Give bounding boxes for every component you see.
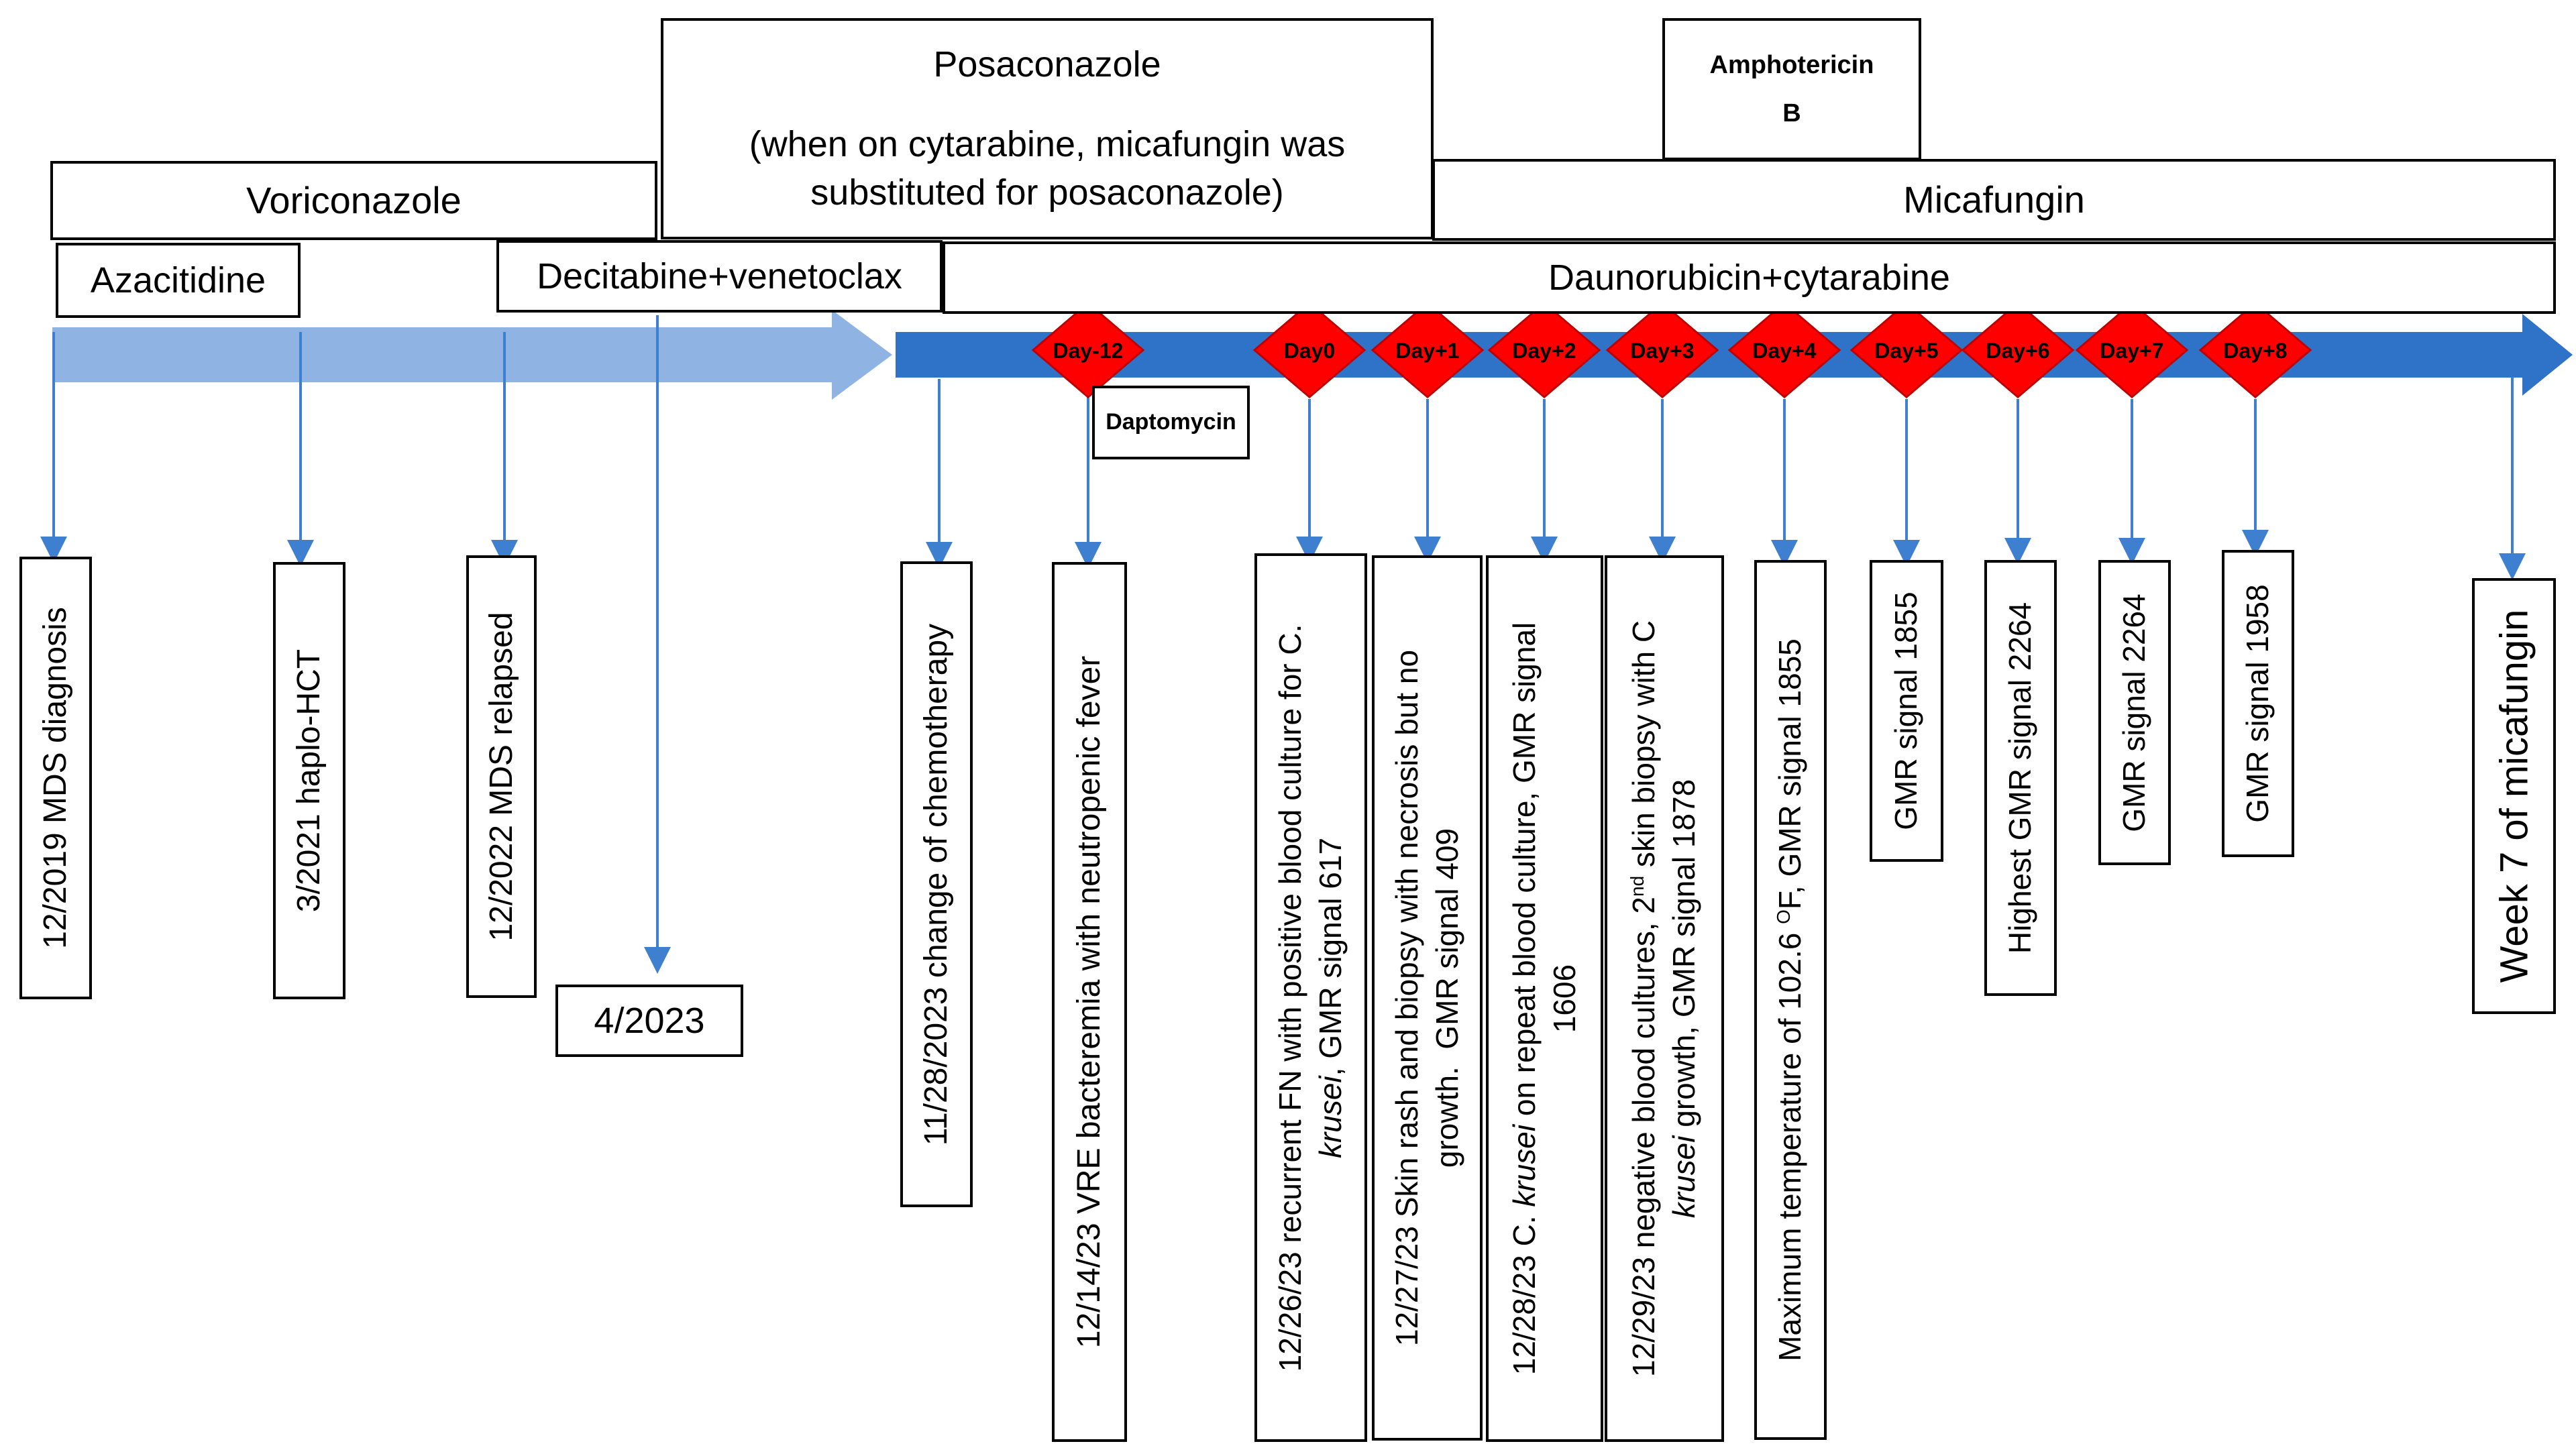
event-skin-rash: 12/27/23 Skin rash and biopsy with necro… (1372, 555, 1483, 1441)
posaconazole-note: (when on cytarabine, micafungin was subs… (749, 123, 1346, 213)
day-marker: Day+3 (1605, 302, 1719, 398)
day-marker: Day+7 (2075, 302, 2189, 398)
daptomycin-box: Daptomycin (1092, 386, 1250, 459)
day-diamond (1849, 302, 1964, 398)
day-marker: Day0 (1252, 302, 1366, 398)
day-diamond (1031, 302, 1145, 398)
event-apr-2023: 4/2023 (555, 985, 743, 1057)
day-diamond (2198, 302, 2312, 398)
decitabine-box: Decitabine+venetoclax (496, 240, 943, 313)
day-diamond (1727, 302, 1841, 398)
event-max-temperature: Maximum temperature of 102.6 OF, GMR sig… (1754, 560, 1827, 1440)
day-label: Day+3 (1630, 339, 1694, 363)
posaconazole-title: Posaconazole (933, 44, 1161, 85)
event-mds-diagnosis: 12/2019 MDS diagnosis (19, 557, 92, 999)
event-gmr-1855: GMR signal 1855 (1870, 560, 1943, 862)
day-diamond (1605, 302, 1719, 398)
pre-treatment-arrow (52, 310, 892, 400)
day-diamond (1371, 302, 1485, 398)
event-negative-cultures: 12/29/23 negative blood cultures, 2nd sk… (1605, 555, 1724, 1442)
day-diamond (1252, 302, 1366, 398)
day-marker: Day+5 (1849, 302, 1964, 398)
event-gmr-1958: GMR signal 1958 (2222, 550, 2294, 857)
day-label: Day+6 (1986, 339, 2049, 363)
day-label: Day+4 (1752, 339, 1816, 363)
day-diamond (1487, 302, 1601, 398)
azacitidine-box: Azacitidine (56, 243, 301, 318)
day-label: Day+1 (1395, 339, 1459, 363)
day-marker: Day+2 (1487, 302, 1601, 398)
amphotericin-box: Amphotericin B (1662, 18, 1921, 160)
voriconazole-bar: Voriconazole (50, 161, 657, 240)
event-highest-gmr: Highest GMR signal 2264 (1984, 560, 2057, 996)
day-label: Day-12 (1053, 339, 1124, 363)
event-week7: Week 7 of micafungin (2472, 578, 2556, 1014)
day-marker: Day+6 (1961, 302, 2075, 398)
day-label: Day+5 (1874, 339, 1938, 363)
day-markers: Day-12 Day0 Day+1 Day+2 Day+3 Day+4 Day+5 Day+6… (1031, 302, 2312, 398)
event-change-chemo: 11/28/2023 change of chemotherapy (900, 561, 973, 1207)
event-haplo-hct: 3/2021 haplo-HCT (273, 562, 345, 999)
day-label: Day+8 (2223, 339, 2287, 363)
event-repeat-culture: 12/28/23 C. krusei on repeat blood cultu… (1486, 555, 1603, 1442)
posaconazole-bar: Posaconazole (when on cytarabine, micafu… (661, 18, 1434, 239)
day-marker: Day-12 (1031, 302, 1145, 398)
day-diamond (1961, 302, 2075, 398)
day-label: Day+2 (1512, 339, 1576, 363)
day-label: Day+7 (2100, 339, 2163, 363)
day-marker: Day+8 (2198, 302, 2312, 398)
daunorubicin-bar: Daunorubicin+cytarabine (943, 241, 2556, 314)
day-marker: Day+4 (1727, 302, 1841, 398)
day-marker: Day+1 (1371, 302, 1485, 398)
micafungin-bar: Micafungin (1432, 159, 2556, 241)
connector-lines (40, 315, 2526, 974)
event-mds-relapsed: 12/2022 MDS relapsed (466, 555, 537, 998)
event-vre-bacteremia: 12/14/23 VRE bacteremia with neutropenic… (1052, 562, 1127, 1442)
day-label: Day0 (1284, 339, 1336, 363)
day-diamond (2075, 302, 2189, 398)
event-recurrent-fn: 12/26/23 recurrent FN with positive bloo… (1254, 553, 1367, 1442)
event-gmr-2264: GMR signal 2264 (2098, 560, 2171, 865)
